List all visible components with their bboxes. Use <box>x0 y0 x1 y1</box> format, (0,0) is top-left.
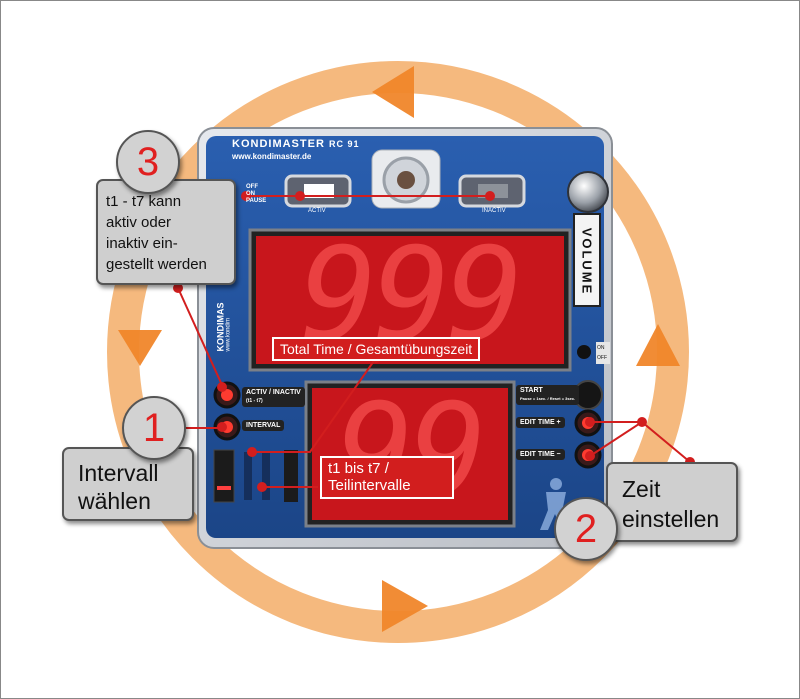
step3-text-line2: aktiv oder <box>106 214 172 231</box>
volume-label-box: VOLUME <box>574 216 600 306</box>
device-website: www.kondimaster.de <box>232 152 312 161</box>
switch-state-off: OFF <box>246 184 258 190</box>
interval-slot-a <box>244 452 252 500</box>
arrow-top <box>372 66 414 118</box>
partial-intervals-label: t1 bis t7 / Teilintervalle <box>320 456 454 499</box>
dot-switch <box>241 191 251 201</box>
side-brand-box: KONDIMAS www.kondim <box>208 292 238 362</box>
dot-edit-plus <box>585 417 595 427</box>
interval-button-label: INTERVAL <box>242 420 285 431</box>
activ-label: ACTIV <box>308 208 326 214</box>
partial-intervals-line2: Teilintervalle <box>328 477 411 495</box>
line-total <box>252 357 377 453</box>
arrow-right <box>636 324 680 366</box>
activ-inactiv-button-label: ACTIV / INACTIV (t1 - t7) <box>242 387 305 407</box>
start-button-label: START Pause = 1sec. / Reset = 3sec. <box>516 385 580 405</box>
power-switch[interactable] <box>577 345 591 359</box>
step3-text-line4: gestellt werden <box>106 256 207 273</box>
partial-intervals-line1: t1 bis t7 / <box>328 460 389 477</box>
dot-inactiv <box>485 191 495 201</box>
dot-step3 <box>173 283 183 293</box>
step2-callout: Zeit einstellen <box>606 462 738 542</box>
inactiv-label: INACTIV <box>482 208 506 214</box>
step1-number: 1 <box>122 396 186 460</box>
dot-interval-b <box>257 482 267 492</box>
step2-text-line2: einstellen <box>622 506 720 532</box>
device-brand: KONDIMASTER RC 91 <box>232 138 360 150</box>
step1-text-line1: Intervall <box>78 460 159 486</box>
dot-interval-btn <box>217 422 227 432</box>
step2-text-line1: Zeit <box>622 476 661 502</box>
power-labels: ON OFF <box>597 343 607 363</box>
volume-strip <box>573 213 601 307</box>
interval-column-right <box>284 450 298 502</box>
switch-state-labels: OFF ON PAUSE <box>246 184 266 205</box>
edit-time-plus-label: EDIT TIME + <box>516 417 565 428</box>
step1-callout: Intervall wählen <box>62 447 194 521</box>
power-label-off: OFF <box>597 355 607 361</box>
step3-text-line3: inaktiv ein- <box>106 235 178 252</box>
interval-slot-b <box>262 452 270 500</box>
step3-text-line1: t1 - t7 kann <box>106 193 182 210</box>
dot-interval-a <box>247 447 257 457</box>
step1-text-line2: wählen <box>78 488 151 514</box>
switch-state-on: ON <box>246 191 255 197</box>
power-label-box <box>596 342 610 364</box>
step3-callout: t1 - t7 kann aktiv oder inaktiv ein- ges… <box>96 179 236 285</box>
line-step2b <box>589 421 643 457</box>
switch-state-pause: PAUSE <box>246 198 267 204</box>
step2-number: 2 <box>554 497 618 561</box>
volume-label: VOLUME <box>579 227 595 295</box>
interval-column <box>213 449 235 503</box>
step3-number: 3 <box>116 130 180 194</box>
dot-junction <box>637 417 647 427</box>
speaker-hole <box>397 171 415 189</box>
arrow-left <box>118 330 162 366</box>
interval-column-indicator <box>217 486 231 490</box>
side-brand: KONDIMAS www.kondim <box>215 302 231 352</box>
arrow-bottom <box>382 580 428 632</box>
activ-inactiv-button-light <box>221 389 233 401</box>
line-step3-button <box>177 287 223 386</box>
dot-edit-minus <box>585 451 595 461</box>
activ-indicator <box>304 184 334 198</box>
bottom-display-digits: 99 <box>336 377 487 526</box>
dot-activ <box>295 191 305 201</box>
power-label-on: ON <box>597 345 605 351</box>
volume-knob[interactable] <box>567 171 609 213</box>
dot-activ-btn <box>217 382 227 392</box>
edit-time-minus-label: EDIT TIME − <box>516 449 565 460</box>
total-time-label: Total Time / Gesamtübungszeit <box>272 337 481 362</box>
